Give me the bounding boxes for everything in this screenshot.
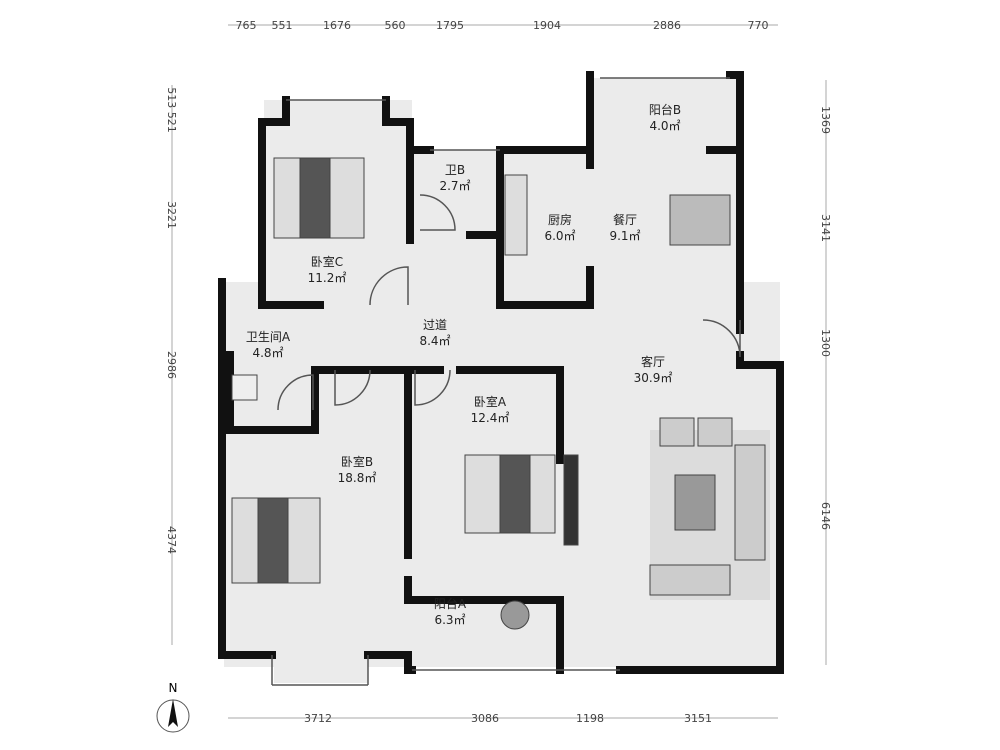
left-dimensions: 513 521 3221 2986 4374: [165, 87, 178, 554]
sofa: [734, 444, 766, 561]
dimension-lines: [171, 24, 827, 719]
tv-cabinet: [563, 454, 579, 546]
svg-text:卧室A: 卧室A: [474, 394, 507, 409]
dining-table: [669, 194, 731, 246]
svg-text:卫生间A: 卫生间A: [246, 330, 291, 344]
svg-text:2986: 2986: [165, 351, 178, 379]
walls: [218, 71, 784, 674]
svg-text:6.3㎡: 6.3㎡: [434, 613, 465, 627]
coffee-table: [674, 474, 716, 531]
svg-text:6146: 6146: [819, 502, 832, 530]
svg-text:客厅: 客厅: [641, 354, 665, 369]
kitchen-counter: [504, 174, 528, 256]
sofa: [649, 564, 731, 596]
svg-text:2.7㎡: 2.7㎡: [439, 179, 470, 193]
svg-text:厨房: 厨房: [548, 212, 572, 227]
svg-text:阳台B: 阳台B: [649, 102, 681, 117]
svg-text:3712: 3712: [304, 712, 332, 725]
compass-icon: N: [156, 681, 190, 733]
armchair: [659, 417, 695, 447]
top-dimensions: 765 551 1676 560 1795 1904 2886 770: [236, 19, 769, 32]
room-labels: 阳台B 4.0㎡ 卫B 2.7㎡ 厨房 6.0㎡ 餐厅 9.1㎡ 卧室C 11.2㎡ 卫生…: [246, 102, 681, 627]
svg-text:30.9㎡: 30.9㎡: [634, 371, 673, 385]
svg-text:卧室C: 卧室C: [311, 254, 343, 269]
svg-text:3221: 3221: [165, 201, 178, 229]
svg-text:过道: 过道: [423, 318, 447, 332]
svg-text:卫B: 卫B: [445, 163, 465, 177]
svg-text:9.1㎡: 9.1㎡: [609, 229, 640, 243]
svg-text:1795: 1795: [436, 19, 464, 32]
svg-text:阳台A: 阳台A: [434, 596, 467, 611]
svg-text:1300: 1300: [819, 329, 832, 357]
bottom-dimensions: 3712 3086 1198 3151: [304, 712, 712, 725]
svg-text:11.2㎡: 11.2㎡: [308, 271, 347, 285]
svg-text:513 521: 513 521: [165, 87, 178, 133]
svg-text:4.8㎡: 4.8㎡: [252, 346, 283, 360]
svg-text:551: 551: [272, 19, 293, 32]
doors: [277, 194, 741, 411]
svg-text:4.0㎡: 4.0㎡: [649, 119, 680, 133]
armchair: [697, 417, 733, 447]
svg-text:餐厅: 餐厅: [613, 212, 637, 227]
plant: [500, 600, 530, 630]
svg-text:4374: 4374: [165, 526, 178, 554]
svg-text:3086: 3086: [471, 712, 499, 725]
svg-text:1369: 1369: [819, 106, 832, 134]
svg-text:2886: 2886: [653, 19, 681, 32]
svg-text:卧室B: 卧室B: [341, 454, 373, 469]
svg-text:3151: 3151: [684, 712, 712, 725]
svg-text:18.8㎡: 18.8㎡: [338, 471, 377, 485]
toilet: [231, 374, 258, 401]
svg-text:8.4㎡: 8.4㎡: [419, 334, 450, 348]
svg-text:1676: 1676: [323, 19, 351, 32]
svg-text:12.4㎡: 12.4㎡: [471, 411, 510, 425]
svg-text:560: 560: [385, 19, 406, 32]
svg-text:6.0㎡: 6.0㎡: [544, 229, 575, 243]
svg-text:N: N: [169, 681, 178, 695]
svg-text:770: 770: [748, 19, 769, 32]
windows: [271, 77, 730, 686]
svg-text:765: 765: [236, 19, 257, 32]
svg-text:1198: 1198: [576, 712, 604, 725]
svg-text:3141: 3141: [819, 214, 832, 242]
right-dimensions: 1369 3141 1300 6146: [819, 106, 832, 530]
furniture: [231, 157, 766, 630]
svg-text:1904: 1904: [533, 19, 561, 32]
